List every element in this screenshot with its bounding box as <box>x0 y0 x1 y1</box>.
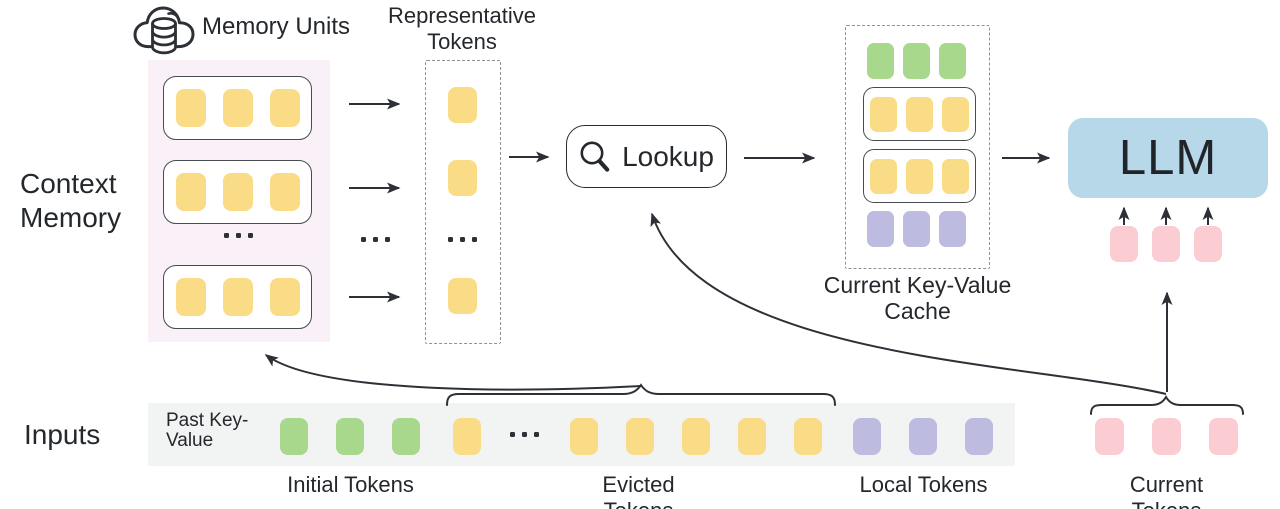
local-tokens-label: Local Tokens <box>859 472 988 497</box>
evicted-tokens-group <box>570 418 822 455</box>
memory-cloud-database-icon <box>132 1 196 64</box>
token-yellow <box>448 278 477 314</box>
token-yellow <box>175 89 206 127</box>
cache-memory-unit <box>863 149 976 203</box>
representative-token <box>448 87 477 123</box>
arrow-evicted-to-context-memory <box>264 354 642 391</box>
token-green <box>336 418 364 455</box>
token-yellow <box>942 158 969 194</box>
past-key-value-label: Past Key-Value <box>166 410 249 451</box>
token-yellow <box>870 158 897 194</box>
representative-token <box>448 278 477 314</box>
token-purple <box>909 418 937 455</box>
ellipsis-dots <box>510 432 539 437</box>
token-yellow <box>222 89 253 127</box>
token-purple <box>939 211 966 247</box>
ellipsis-dots <box>224 233 253 238</box>
token-ink <box>534 432 539 437</box>
representative-token <box>448 160 477 196</box>
token-yellow <box>448 160 477 196</box>
token-ink <box>385 237 390 242</box>
context-memory-panel <box>148 60 330 342</box>
token-pink <box>1194 226 1222 262</box>
representative-tokens-box <box>425 60 501 344</box>
token-yellow <box>175 278 206 316</box>
evicted-tokens-brace <box>446 383 836 406</box>
token-purple <box>965 418 993 455</box>
token-yellow <box>906 96 933 132</box>
cache-initial-tokens <box>867 43 966 79</box>
token-yellow <box>269 89 300 127</box>
token-yellow <box>738 418 766 455</box>
token-pink <box>1095 418 1124 455</box>
token-purple <box>903 211 930 247</box>
search-icon <box>579 139 613 175</box>
token-yellow <box>222 173 253 211</box>
evicted-tokens-label: Evicted Tokens <box>602 472 675 509</box>
token-pink <box>1110 226 1138 262</box>
token-yellow <box>222 278 253 316</box>
token-pink <box>1152 226 1180 262</box>
token-green <box>392 418 420 455</box>
memory-unit <box>163 76 312 140</box>
current-kv-cache-label: Current Key-Value Cache <box>823 272 1012 324</box>
context-memory-label: Context Memory <box>20 168 122 233</box>
memory-units-label: Memory Units <box>202 13 351 40</box>
token-yellow <box>269 278 300 316</box>
token-ink <box>448 237 453 242</box>
current-tokens-group <box>1095 418 1238 455</box>
llm-box: LLM <box>1068 118 1268 198</box>
memory-unit <box>163 160 312 224</box>
token-green <box>867 43 894 79</box>
token-yellow <box>453 418 481 455</box>
token-ink <box>460 237 465 242</box>
lookup-label: Lookup <box>622 140 714 172</box>
token-yellow <box>794 418 822 455</box>
llm-label: LLM <box>1118 131 1218 185</box>
token-pink <box>1152 418 1181 455</box>
memory-unit <box>163 265 312 329</box>
token-ink <box>236 233 241 238</box>
ellipsis-dots <box>448 237 477 242</box>
token-ink <box>248 233 253 238</box>
llm-current-token-inputs <box>1110 226 1222 262</box>
initial-tokens-label: Initial Tokens <box>287 472 414 497</box>
token-ink <box>522 432 527 437</box>
token-pink <box>1209 418 1238 455</box>
token-ink <box>224 233 229 238</box>
current-kv-cache-box <box>845 25 990 269</box>
token-green <box>903 43 930 79</box>
inputs-label: Inputs <box>24 419 101 450</box>
token-green <box>280 418 308 455</box>
token-green <box>939 43 966 79</box>
cache-memory-unit <box>863 87 976 141</box>
token-yellow <box>682 418 710 455</box>
token-yellow <box>626 418 654 455</box>
token-ink <box>361 237 366 242</box>
cache-local-tokens <box>867 211 966 247</box>
token-yellow <box>906 158 933 194</box>
initial-tokens-group <box>280 418 420 455</box>
token-yellow <box>269 173 300 211</box>
token-yellow <box>942 96 969 132</box>
local-tokens-group <box>853 418 993 455</box>
token-yellow <box>570 418 598 455</box>
token-ink <box>373 237 378 242</box>
representative-tokens-label: Representative Tokens <box>388 3 536 54</box>
token-yellow <box>870 96 897 132</box>
current-tokens-label: Current Tokens <box>1129 472 1204 509</box>
token-purple <box>867 211 894 247</box>
evicted-tokens-head <box>453 418 481 455</box>
token-purple <box>853 418 881 455</box>
token-yellow <box>175 173 206 211</box>
ellipsis-dots <box>361 237 390 242</box>
token-ink <box>510 432 515 437</box>
token-ink <box>472 237 477 242</box>
token-yellow <box>448 87 477 123</box>
current-tokens-brace <box>1090 395 1244 415</box>
lookup-button: Lookup <box>566 125 727 188</box>
